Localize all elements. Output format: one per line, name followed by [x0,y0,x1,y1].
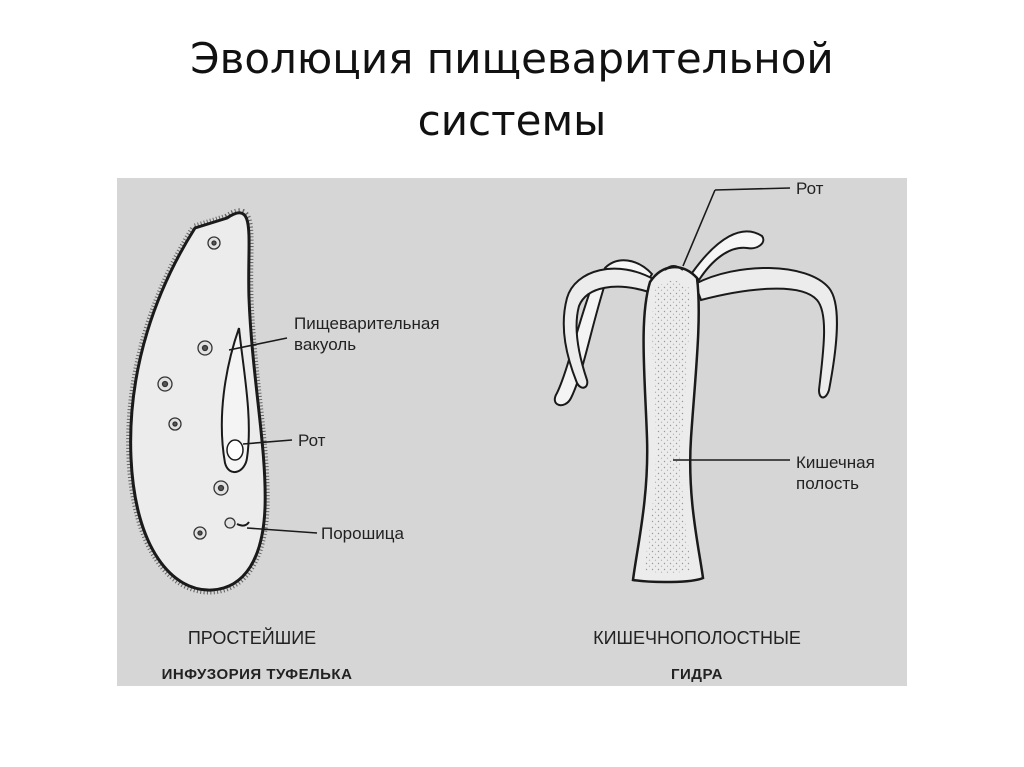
paramecium-mouth-opening [226,439,244,461]
label-digestive-vacuole-line2: вакуоль [294,335,357,354]
hydra-mouth-tip [664,265,684,271]
title-line-2: системы [417,96,607,145]
hydra-tentacle-back-right [690,230,765,282]
caption-hydra: ГИДРА [671,666,723,683]
hydra-tentacle-right [693,266,838,399]
caption-protozoa: ПРОСТЕЙШИЕ [187,628,317,648]
label-gut-cavity: Кишечная полость [796,452,875,494]
label-digestive-vacuole-line1: Пищеварительная [294,314,440,333]
slide-title: Эволюция пищеварительной системы [0,28,1024,152]
label-gut-cavity-line1: Кишечная [796,453,875,472]
digestive-vacuoles [157,236,236,540]
label-digestive-vacuole: Пищеварительная вакуоль [294,313,440,355]
hydra-gut-cavity [645,280,691,573]
hydra-drawing [553,230,838,584]
hydra-tentacle-left [562,267,657,389]
caption-paramecium: ИНФУЗОРИЯ ТУФЕЛЬКА [161,666,353,683]
paramecium-leader-lines [228,337,318,534]
paramecium-drawing [126,208,270,595]
label-paramecium-mouth: Рот [298,431,326,450]
paramecium-body [129,211,267,592]
label-hydra-mouth: Рот [796,179,824,198]
title-line-1: Эволюция пищеварительной [190,34,834,83]
paramecium-oral-groove [220,327,250,473]
diagram-drawing [126,187,838,595]
label-gut-cavity-line2: полость [796,474,859,493]
diagram-panel: Пищеварительная вакуоль Рот Порошица Рот… [117,178,907,686]
caption-cnidaria: КИШЕЧНОПОЛОСТНЫЕ [593,628,801,648]
label-anal-pore: Порошица [321,524,404,543]
anal-pore-mark [236,521,250,527]
hydra-leader-lines [673,187,791,461]
